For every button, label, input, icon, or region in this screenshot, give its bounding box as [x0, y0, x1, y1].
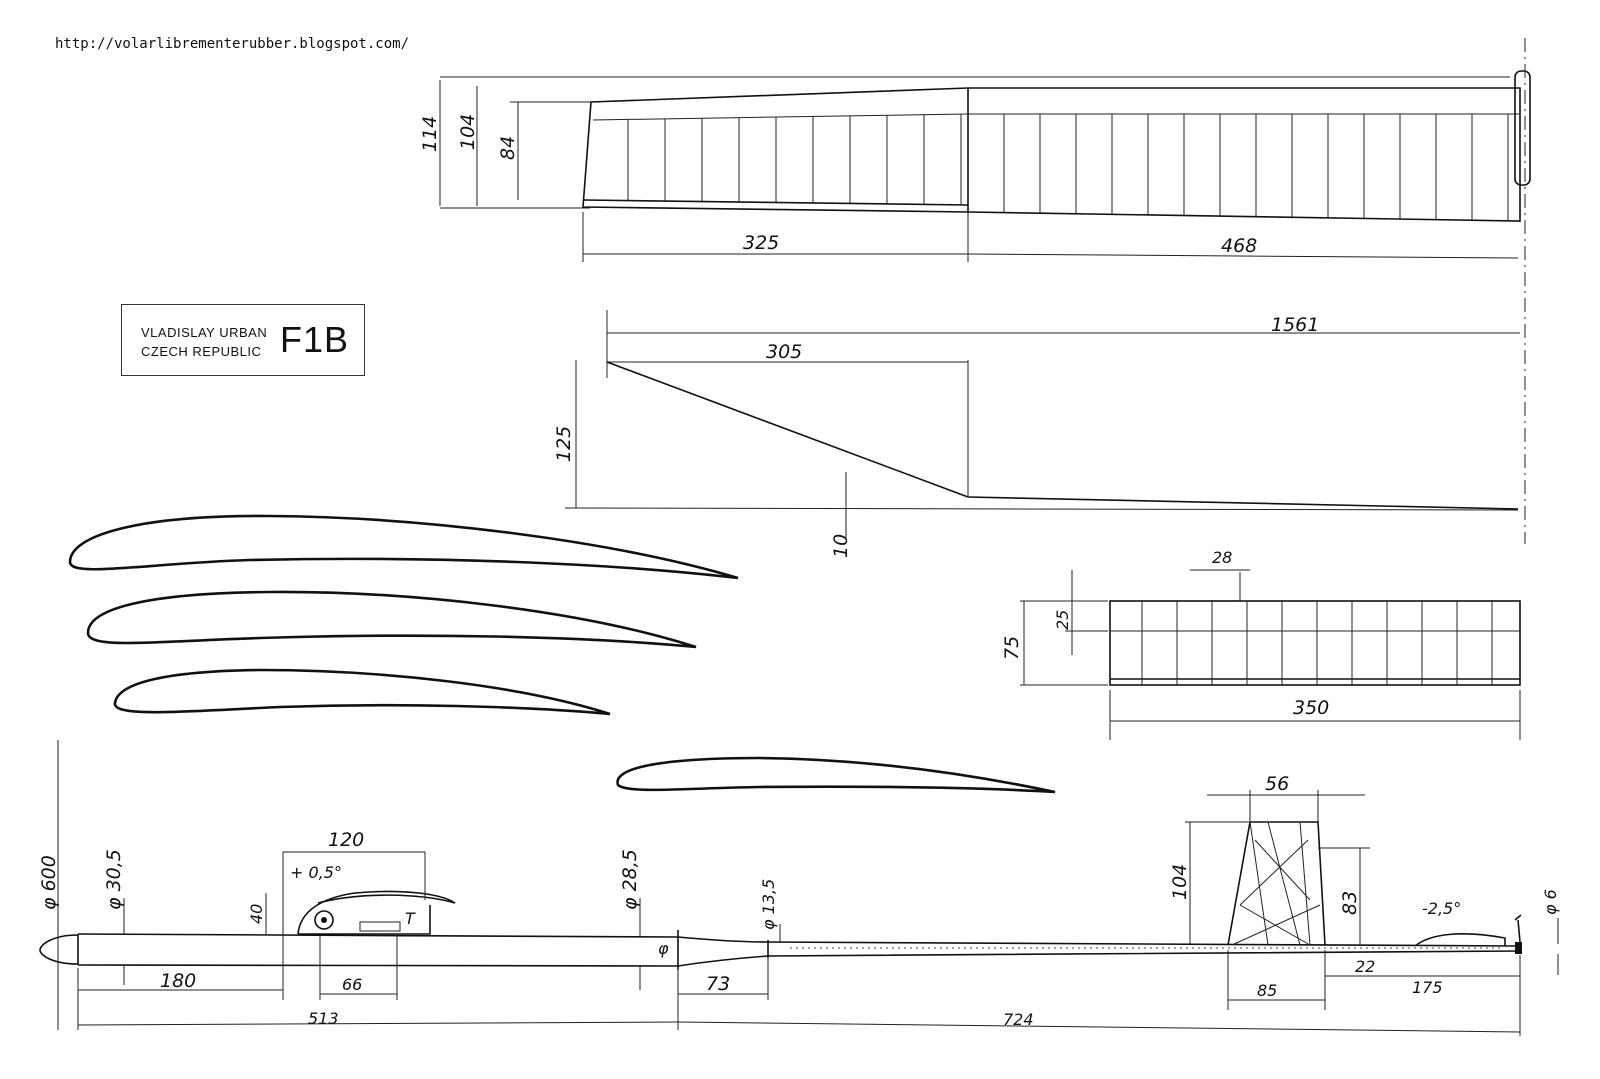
timer-lever	[359, 921, 401, 932]
fuselage-side-view: T φ φ 6	[38, 740, 1560, 1036]
tail-taper	[677, 936, 769, 967]
dethermaliser-hook	[1517, 919, 1521, 943]
label-40: 40	[247, 904, 266, 924]
airfoil-tip	[113, 668, 611, 716]
label-prop-diameter: φ 600	[38, 855, 60, 910]
pylon-outline	[1227, 821, 1326, 946]
source-url: http://volarlibrementerubber.blogspot.co…	[55, 36, 410, 52]
wing-mount-top	[317, 894, 456, 904]
wing-plan-view: 114 104 84 325 468	[419, 38, 1531, 544]
label-83: 83	[1339, 891, 1361, 915]
label-1561: 1561	[1271, 314, 1319, 336]
label-125: 125	[553, 426, 575, 462]
timer-gear-hub	[321, 917, 327, 923]
airfoil-stabilizer	[616, 756, 1056, 794]
label-75: 75	[1001, 636, 1023, 660]
dim-468-line	[967, 253, 1519, 259]
label-10: 10	[830, 534, 852, 558]
label-175: 175	[1412, 978, 1443, 997]
dim-ground-line	[564, 507, 1519, 511]
label-66: 66	[342, 975, 362, 994]
label-724: 724	[1003, 1010, 1034, 1029]
label-73: 73	[706, 973, 730, 995]
airfoil-profiles	[68, 514, 1056, 794]
label-468: 468	[1221, 235, 1257, 257]
label-120: 120	[328, 829, 364, 851]
motor-tube	[77, 933, 679, 967]
wing-dihedral-view: 1561 305 125 10	[553, 310, 1520, 558]
wing-spar-outer	[592, 113, 969, 121]
airfoil-mid	[86, 590, 697, 649]
dihedral-inner-panel	[967, 496, 1519, 510]
label-6: φ 6	[1541, 889, 1560, 915]
tail-boom	[767, 941, 1521, 957]
nose-cone	[39, 934, 79, 965]
wing-ribs	[627, 114, 1509, 221]
designer-country: CZECH REPUBLIC	[141, 344, 262, 359]
label-28-5: φ 28,5	[619, 849, 641, 910]
stabilizer-outline	[1109, 600, 1521, 686]
label-28: 28	[1212, 548, 1232, 567]
dethermaliser-hook-tip	[1514, 914, 1522, 921]
designer-name: VLADISLAY URBAN	[141, 325, 268, 340]
label-13-5: φ 13,5	[759, 879, 778, 930]
label-513: 513	[308, 1009, 339, 1028]
pylon-bracing	[1231, 821, 1321, 946]
label-56: 56	[1265, 773, 1289, 795]
stabilizer-plan-view: 28 25 75 350	[1001, 548, 1521, 740]
label-180: 180	[160, 970, 196, 992]
model-class: F1B	[280, 319, 350, 360]
label-325: 325	[743, 232, 779, 254]
stabilizer-ribs	[1141, 601, 1493, 685]
wing-root-rib	[1514, 70, 1531, 186]
label-stab-incidence: -2,5°	[1422, 899, 1461, 918]
label-85: 85	[1257, 981, 1277, 1000]
label-incidence: + 0,5°	[290, 863, 342, 882]
label-350: 350	[1293, 697, 1329, 719]
tail-end	[1515, 942, 1522, 954]
dim-724-line	[677, 1021, 1521, 1033]
timer-gear	[314, 910, 334, 930]
label-30-5: φ 30,5	[103, 849, 125, 910]
stab-platform	[1414, 933, 1506, 947]
bulkhead-mark: φ	[658, 939, 669, 958]
wing-mount	[297, 890, 456, 935]
timer-mark: T	[405, 909, 416, 928]
label-104: 104	[457, 114, 479, 150]
label-84: 84	[497, 136, 519, 160]
dihedral-outer-panel	[606, 361, 969, 498]
airfoil-root	[68, 514, 739, 580]
label-114: 114	[419, 116, 441, 152]
label-25: 25	[1053, 610, 1072, 630]
title-block: VLADISLAY URBAN CZECH REPUBLIC F1B	[121, 304, 365, 376]
label-22: 22	[1355, 957, 1375, 976]
label-305: 305	[766, 341, 802, 363]
label-104-pylon: 104	[1169, 864, 1191, 900]
dim-513-line	[77, 1021, 679, 1026]
